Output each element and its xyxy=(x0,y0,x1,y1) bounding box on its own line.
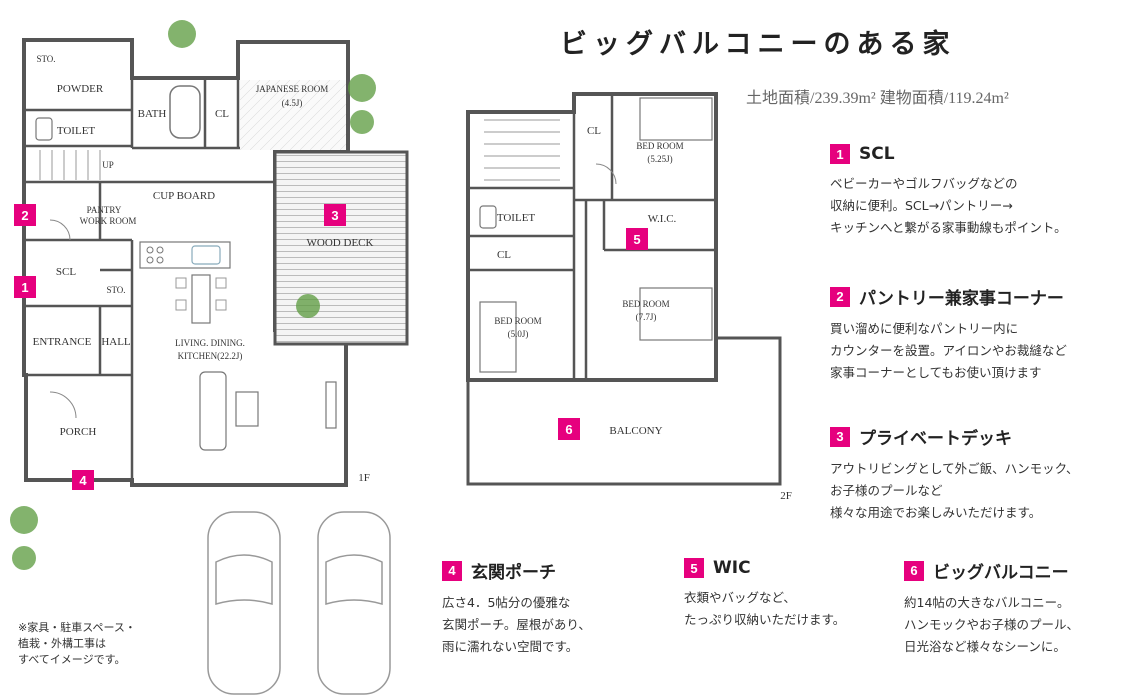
feature-6-number: 6 xyxy=(904,560,924,581)
floor-2-plan xyxy=(466,92,782,486)
feature-4-line: 広さ4．5帖分の優雅な xyxy=(442,595,571,610)
note-line: ※家具・駐車スペース・ xyxy=(18,621,136,634)
page-title: ビッグバルコニーのある家 xyxy=(560,29,956,60)
feature-4: 4 玄関ポーチ 広さ4．5帖分の優雅な 玄関ポーチ。屋根があり、 雨に濡れない空間… xyxy=(442,558,591,658)
room-pantry: PANTRY xyxy=(87,205,122,215)
room-wic: W.I.C. xyxy=(648,213,677,225)
feature-5-line: たっぷり収納いただけます。 xyxy=(684,612,846,627)
marker-5 xyxy=(626,228,648,250)
feature-4-line: 雨に濡れない空間です。 xyxy=(442,639,579,654)
room-ldk-size: KITCHEN(22.2J) xyxy=(178,351,243,361)
room-entrance: ENTRANCE xyxy=(33,336,92,348)
feature-5: 5 WIC 衣類やバッグなど、 たっぷり収納いただけます。 xyxy=(684,558,845,631)
room-porch: PORCH xyxy=(60,426,97,438)
feature-2: 2 パントリー兼家事コーナー 買い溜めに便利なパントリー内に カウンターを設置。ア… xyxy=(830,284,1067,384)
feature-3-line: 様々な用途でお楽しみいただけます。 xyxy=(830,505,1042,520)
feature-1-line: 収納に便利。SCL→パントリー→ xyxy=(830,198,1013,213)
feature-6-line: 日光浴など様々なシーンに。 xyxy=(904,639,1066,654)
marker-6 xyxy=(558,418,580,440)
feature-3-line: アウトリビングとして外ご飯、ハンモック、 xyxy=(830,461,1079,476)
marker-4 xyxy=(72,470,94,490)
room-balcony: BALCONY xyxy=(609,425,662,437)
room-wood-deck: WOOD DECK xyxy=(307,237,374,249)
floor-2-label: 2F xyxy=(780,490,792,502)
room-japanese-size: (4.5J) xyxy=(282,98,303,108)
marker-3 xyxy=(324,204,346,226)
room-workroom: WORK ROOM xyxy=(80,216,137,226)
svg-text:5: 5 xyxy=(633,232,640,247)
room-japanese: JAPANESE ROOM xyxy=(256,84,328,94)
room-bed2: BED ROOM xyxy=(494,316,541,326)
room-hall: HALL xyxy=(101,336,131,348)
feature-2-heading: パントリー兼家事コーナー xyxy=(859,289,1064,309)
room-cl-1f: CL xyxy=(215,108,229,120)
floor1-markers: 2 1 3 4 xyxy=(14,204,346,490)
room-bed3-size: (7.7J) xyxy=(636,312,657,322)
room-cl-top-2f: CL xyxy=(587,125,601,137)
room-sto: STO. xyxy=(106,285,125,295)
area-info: 土地面積/239.39m² 建物面積/119.24m² xyxy=(746,90,1009,107)
stairs-up-label: UP xyxy=(102,160,114,170)
feature-2-line: カウンターを設置。アイロンやお裁縫など xyxy=(830,343,1067,358)
feature-3-heading: プライベートデッキ xyxy=(859,429,1012,449)
feature-1-line: ベビーカーやゴルフバッグなどの xyxy=(830,176,1018,191)
wood-deck xyxy=(273,150,409,346)
balcony-wall xyxy=(466,336,782,486)
svg-text:1: 1 xyxy=(21,280,28,295)
feature-5-number: 5 xyxy=(684,558,704,578)
feature-2-line: 家事コーナーとしてもお使い頂けます xyxy=(830,365,1042,380)
feature-3-number: 3 xyxy=(830,426,850,447)
feature-2-number: 2 xyxy=(830,286,850,307)
room-bed2-size: (5.0J) xyxy=(508,329,529,339)
marker-1 xyxy=(14,276,36,298)
room-toilet-1f: TOILET xyxy=(57,125,96,137)
svg-text:2: 2 xyxy=(21,208,28,223)
feature-6-heading: ビッグバルコニー xyxy=(933,563,1069,583)
room-bath: BATH xyxy=(138,108,167,120)
feature-1-line: キッチンへと繋がる家事動線もポイント。 xyxy=(830,220,1067,235)
disclaimer-note: ※家具・駐車スペース・ 植栽・外構工事は すべてイメージです。 xyxy=(18,620,136,668)
feature-1-heading: SCL xyxy=(859,144,895,164)
room-ldk: LIVING. DINING. xyxy=(175,338,245,348)
feature-1-number: 1 xyxy=(830,144,850,164)
floor2-markers: 5 6 xyxy=(558,228,648,440)
room-cl-2f: CL xyxy=(497,249,511,261)
room-bed3: BED ROOM xyxy=(622,299,669,309)
marker-2 xyxy=(14,204,36,226)
feature-3: 3 プライベートデッキ アウトリビングとして外ご飯、ハンモック、 お子様のプールな… xyxy=(830,424,1079,524)
cupboard: CUP BOARD xyxy=(153,190,215,202)
room-bed1-size: (5.25J) xyxy=(647,154,672,164)
feature-3-line: お子様のプールなど xyxy=(830,483,943,498)
svg-text:4: 4 xyxy=(79,473,87,488)
feature-6-line: ハンモックやお子様のプール、 xyxy=(904,617,1080,632)
feature-4-heading: 玄関ポーチ xyxy=(471,563,556,583)
room-toilet-2f: TOILET xyxy=(497,212,536,224)
plant-icon xyxy=(10,20,376,570)
feature-4-number: 4 xyxy=(442,560,462,581)
room-sto-top: STO. xyxy=(36,54,55,64)
svg-text:3: 3 xyxy=(331,208,338,223)
feature-4-line: 玄関ポーチ。屋根があり、 xyxy=(442,617,591,632)
room-powder: POWDER xyxy=(57,83,104,95)
room-bed1: BED ROOM xyxy=(636,141,683,151)
svg-text:6: 6 xyxy=(565,422,572,437)
floor-1-plan xyxy=(22,38,409,487)
feature-1: 1 SCL ベビーカーやゴルフバッグなどの 収納に便利。SCL→パントリー→ キッ… xyxy=(830,144,1067,239)
feature-2-line: 買い溜めに便利なパントリー内に xyxy=(830,321,1019,336)
feature-6-line: 約14帖の大きなバルコニー。 xyxy=(904,595,1070,610)
room-scl: SCL xyxy=(56,266,76,278)
feature-5-line: 衣類やバッグなど、 xyxy=(684,590,796,605)
note-line: 植栽・外構工事は xyxy=(18,637,106,650)
note-line: すべてイメージです。 xyxy=(18,653,126,666)
car-icon xyxy=(207,511,391,695)
floor-1-label: 1F xyxy=(358,472,370,484)
feature-5-heading: WIC xyxy=(713,558,751,578)
